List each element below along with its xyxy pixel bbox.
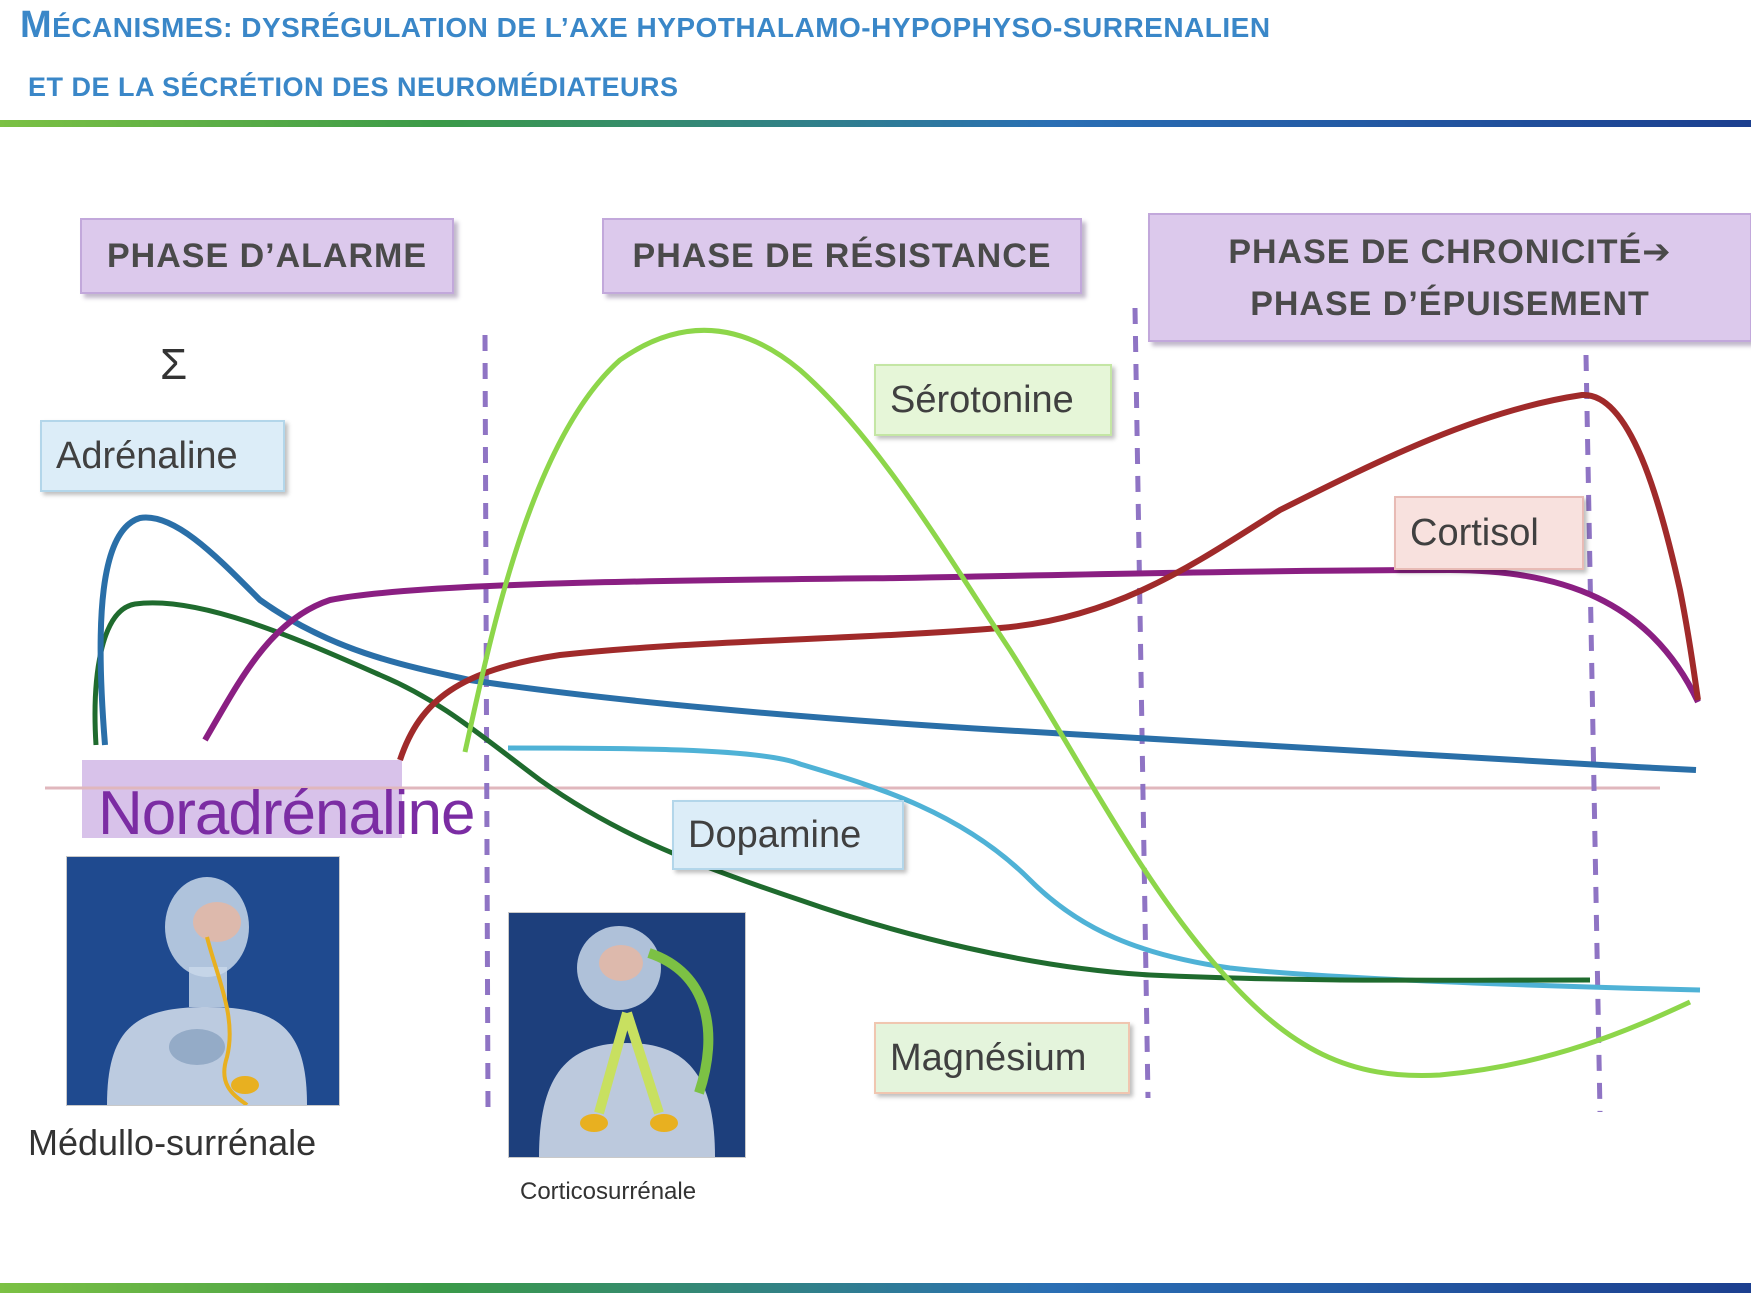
medullo-surrenale-image [66, 856, 340, 1106]
cortisol-label: Cortisol [1394, 496, 1584, 570]
phase-resistance-label: PHASE DE RÉSISTANCE [632, 237, 1052, 275]
medullo-anatomy-illustration [67, 857, 339, 1105]
title-initial: M [20, 4, 53, 46]
cortisol-curve [397, 391, 1701, 761]
slide-title-line-2: ET DE LA SÉCRÉTION DES NEUROMÉDIATEURS [28, 72, 679, 102]
noradrenaline-curve [92, 600, 1591, 983]
corticosurrenale-image [508, 912, 746, 1158]
phase-resistance-box: PHASE DE RÉSISTANCE [602, 218, 1082, 294]
adrenaline-label: Adrénaline [40, 420, 285, 492]
medullo-caption: Médullo-surrénale [28, 1122, 317, 1163]
cortico-caption: Corticosurrénale [520, 1178, 697, 1205]
serotonine-label: Sérotonine [874, 364, 1112, 436]
cortico-anatomy-illustration [509, 913, 745, 1157]
phase-alarm-label: PHASE D’ALARME [106, 237, 428, 275]
serotonine-curve [462, 327, 1692, 1079]
sigma-symbol: Σ [160, 340, 188, 389]
top-divider-bar [0, 120, 1751, 127]
divider-alarm-resistance [482, 334, 491, 1111]
phase-chronic-label: PHASE DE CHRONICITÉ➔ [1228, 232, 1672, 271]
purple-curve [202, 566, 1701, 742]
dopamine-label: Dopamine [672, 800, 904, 870]
noradrenaline-highlight [82, 760, 402, 838]
phase-alarm-box: PHASE D’ALARME [80, 218, 454, 294]
divider-chronic-exhaustion [1583, 354, 1603, 1113]
magnesium-label: Magnésium [874, 1022, 1130, 1094]
bottom-divider-bar [0, 1283, 1751, 1293]
phase-exhaustion-label: PHASE D’ÉPUISEMENT [1250, 284, 1650, 323]
noradrenaline-label: Noradrénaline [98, 779, 475, 848]
slide-title-line-1: MÉCANISMES: DYSRÉGULATION DE L’AXE HYPOT… [20, 4, 1271, 47]
phase-chronic-text: PHASE DE CHRONICITÉ➔ PHASE D’ÉPUISEMENT [1228, 226, 1671, 330]
divider-resistance-chronic [1132, 307, 1151, 1099]
title-rest: ÉCANISMES: DYSRÉGULATION DE L’AXE HYPOTH… [52, 12, 1271, 43]
phase-chronic-box: PHASE DE CHRONICITÉ➔ PHASE D’ÉPUISEMENT [1148, 213, 1751, 342]
